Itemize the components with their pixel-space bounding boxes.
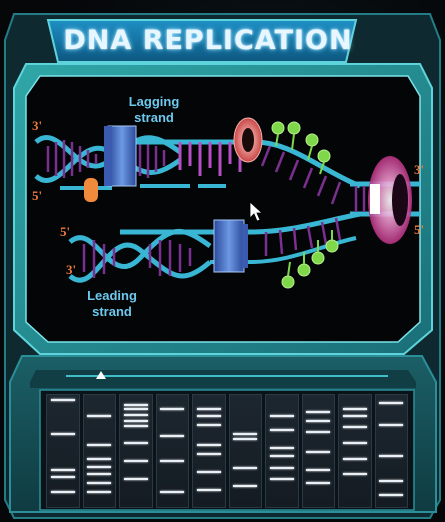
lagging-polymerase — [104, 126, 136, 186]
gel-band — [51, 433, 75, 435]
gel-band — [270, 415, 294, 417]
gel-band — [87, 491, 111, 493]
gel-lane-2 — [83, 394, 117, 508]
sliding-clamp — [234, 118, 262, 162]
gel-band — [306, 469, 330, 471]
gel-band — [124, 414, 148, 416]
lagging-label-line1: Lagging — [118, 94, 190, 110]
gel-band — [87, 482, 111, 484]
leading-label-line2: strand — [76, 304, 148, 320]
gel-lane-5 — [192, 394, 226, 508]
lagging-strand-label: Lagging strand — [118, 94, 190, 126]
end-label-5-mid-left: 5' — [32, 188, 42, 204]
gel-band — [343, 408, 367, 410]
primer-shape — [84, 178, 98, 202]
gel-lane-3 — [119, 394, 153, 508]
gel-electrophoresis — [46, 394, 408, 506]
gel-band — [343, 415, 367, 417]
end-label-5-bottom-left: 5' — [60, 224, 70, 240]
leading-polymerase — [214, 220, 248, 272]
gel-band — [160, 435, 184, 437]
gel-band — [160, 491, 184, 493]
gel-band — [87, 473, 111, 475]
gel-band — [306, 431, 330, 433]
gel-band — [343, 426, 367, 428]
gel-lane-1 — [46, 394, 80, 508]
gel-band — [306, 420, 330, 422]
gel-lane-8 — [302, 394, 336, 508]
gel-band — [197, 471, 221, 473]
gel-band — [306, 482, 330, 484]
gel-band — [197, 453, 221, 455]
gel-lane-7 — [265, 394, 299, 508]
gel-band — [124, 442, 148, 444]
gel-band — [379, 494, 403, 496]
gel-band — [270, 467, 294, 469]
gel-band — [306, 451, 330, 453]
gel-band — [379, 424, 403, 426]
gel-lane-10 — [375, 394, 409, 508]
helicase — [368, 156, 412, 244]
end-label-3-bottom-left: 3' — [66, 262, 76, 278]
gel-band — [270, 455, 294, 457]
gel-band — [233, 433, 257, 435]
gel-band — [51, 399, 75, 401]
page-title: DNA REPLICATION — [58, 20, 358, 62]
end-label-3-right: 3' — [414, 162, 424, 178]
gel-band — [270, 447, 294, 449]
gel-band — [124, 420, 148, 422]
gel-band — [233, 467, 257, 469]
gel-band — [379, 455, 403, 457]
leading-label-line1: Leading — [76, 288, 148, 304]
gel-band — [233, 438, 257, 440]
gel-band — [87, 415, 111, 417]
gel-band — [343, 442, 367, 444]
gel-band — [124, 478, 148, 480]
slider-handle[interactable] — [96, 371, 106, 379]
leading-strand-label: Leading strand — [76, 288, 148, 320]
gel-band — [197, 444, 221, 446]
gel-band — [51, 476, 75, 478]
gel-band — [124, 425, 148, 427]
gel-band — [51, 469, 75, 471]
gel-lane-6 — [229, 394, 263, 508]
gel-band — [379, 480, 403, 482]
gel-band — [160, 460, 184, 462]
gel-band — [306, 411, 330, 413]
gel-band — [343, 473, 367, 475]
gel-band — [124, 460, 148, 462]
gel-band — [270, 429, 294, 431]
gel-band — [197, 415, 221, 417]
lagging-label-line2: strand — [118, 110, 190, 126]
gel-band — [233, 485, 257, 487]
gel-band — [343, 458, 367, 460]
gel-band — [197, 424, 221, 426]
gel-lane-9 — [338, 394, 372, 508]
gel-lane-4 — [156, 394, 190, 508]
gel-band — [124, 404, 148, 406]
gel-band — [197, 408, 221, 410]
gel-band — [51, 491, 75, 493]
gel-band — [87, 444, 111, 446]
end-label-3-top-left: 3' — [32, 118, 42, 134]
gel-band — [87, 466, 111, 468]
gel-band — [87, 458, 111, 460]
gel-band — [160, 408, 184, 410]
end-label-5-right: 5' — [414, 222, 424, 238]
gel-band — [379, 402, 403, 404]
gel-band — [270, 478, 294, 480]
gel-band — [197, 489, 221, 491]
gel-band — [124, 408, 148, 410]
